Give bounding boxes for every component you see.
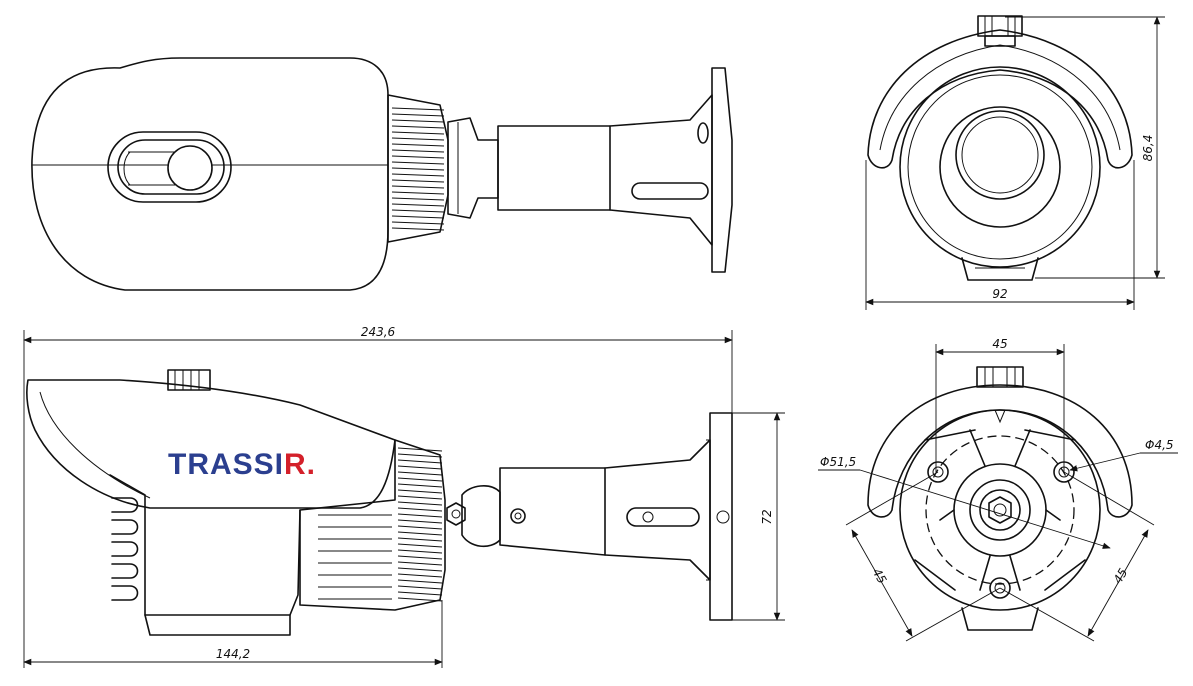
rib-line bbox=[397, 459, 443, 464]
rib-line bbox=[397, 525, 443, 530]
rib-line bbox=[391, 119, 445, 123]
rib-line bbox=[397, 489, 443, 494]
rib-line bbox=[397, 465, 443, 470]
rib-line bbox=[397, 591, 443, 596]
rib-line bbox=[397, 447, 443, 452]
rib-line bbox=[397, 477, 443, 482]
rib-line bbox=[391, 137, 445, 141]
top-housing bbox=[31, 57, 389, 291]
rib-line bbox=[397, 585, 443, 590]
dim-base-circle: Φ51,5 bbox=[820, 455, 856, 469]
top-ribs bbox=[387, 94, 449, 243]
rib-line bbox=[391, 215, 445, 219]
dim-diagonal-right: 45 bbox=[1111, 566, 1131, 586]
base-view bbox=[867, 366, 1133, 631]
rib-line bbox=[391, 161, 445, 165]
rib-line bbox=[391, 191, 445, 195]
rib-line bbox=[397, 537, 443, 542]
rib-line bbox=[397, 507, 443, 512]
brand-logo-suffix: R. bbox=[284, 448, 316, 481]
rib-line bbox=[391, 125, 445, 129]
rib-line bbox=[391, 113, 445, 117]
side-view: TRASSIR. bbox=[26, 369, 733, 636]
rib-line bbox=[397, 531, 443, 536]
rib-line bbox=[397, 519, 443, 524]
dim-diagonal-left: 45 bbox=[870, 566, 890, 586]
vent-fin bbox=[111, 541, 139, 557]
rib-line bbox=[391, 143, 445, 147]
rib-line bbox=[391, 221, 445, 225]
rib-line bbox=[397, 513, 443, 518]
rib-line bbox=[391, 167, 445, 171]
rib-line bbox=[391, 197, 445, 201]
rib-line bbox=[391, 227, 445, 231]
dim-width: 92 bbox=[992, 287, 1007, 301]
dim-mount-height: 72 bbox=[760, 509, 774, 524]
top-view bbox=[31, 57, 733, 291]
rib-line bbox=[397, 555, 443, 560]
rib-line bbox=[397, 483, 443, 488]
rib-line bbox=[397, 501, 443, 506]
rib-line bbox=[397, 549, 443, 554]
dim-total-length: 243,6 bbox=[361, 325, 396, 339]
rib-line bbox=[397, 561, 443, 566]
rib-line bbox=[397, 567, 443, 572]
rib-line bbox=[391, 203, 445, 207]
rib-line bbox=[391, 107, 445, 111]
dim-housing-length: 144,2 bbox=[216, 647, 250, 661]
front-hood bbox=[867, 29, 1133, 169]
rib-line bbox=[397, 579, 443, 584]
rib-line bbox=[397, 543, 443, 548]
rib-line bbox=[391, 155, 445, 159]
dimension-labels: 243,6 144,2 92 45 86,4 72 45 45 Φ51,5 Φ4… bbox=[216, 135, 1174, 661]
dim-base-spacing: 45 bbox=[992, 337, 1007, 351]
rib-line bbox=[397, 597, 443, 602]
dimension-lines bbox=[23, 16, 1178, 668]
vent-fin bbox=[111, 585, 139, 601]
rib-line bbox=[391, 185, 445, 189]
vent-fin bbox=[111, 497, 139, 513]
brand-logo: TRASSIR. bbox=[168, 448, 316, 481]
vent-fin bbox=[111, 519, 139, 535]
side-hood bbox=[26, 379, 396, 509]
rib-line bbox=[397, 495, 443, 500]
rib-line bbox=[391, 149, 445, 153]
rib-line bbox=[391, 179, 445, 183]
rib-line bbox=[397, 453, 443, 458]
top-knob bbox=[107, 131, 232, 203]
front-view bbox=[867, 15, 1133, 281]
vent-fin bbox=[111, 563, 139, 579]
rib-line bbox=[391, 131, 445, 135]
rib-line bbox=[391, 209, 445, 213]
dim-height: 86,4 bbox=[1141, 135, 1155, 162]
rib-line bbox=[397, 471, 443, 476]
brand-logo-prefix: TRASSI bbox=[168, 448, 284, 481]
rib-line bbox=[391, 173, 445, 177]
dim-hole: Φ4,5 bbox=[1145, 438, 1174, 452]
rib-line bbox=[397, 573, 443, 578]
